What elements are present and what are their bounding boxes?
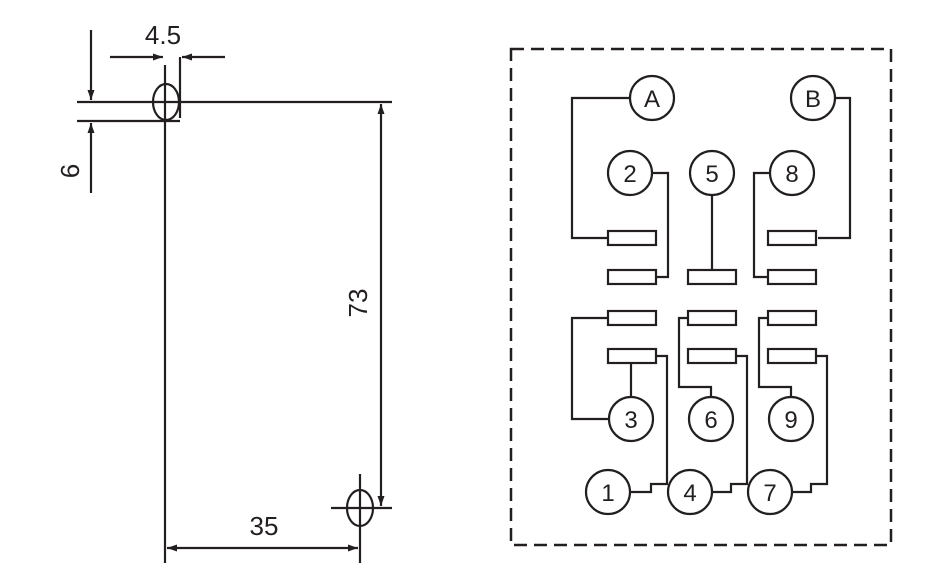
terminal-A-label: A <box>644 86 660 113</box>
terminal-circles <box>584 74 837 516</box>
mounting-dimension-drawing <box>77 30 392 563</box>
wire-B <box>818 96 852 240</box>
pad-2 <box>606 268 658 286</box>
wire-4 <box>712 354 749 494</box>
terminal-A-circle <box>628 74 676 122</box>
dim-73-label: 73 <box>343 289 373 318</box>
pad-9 <box>766 309 818 327</box>
pad-8 <box>766 268 818 286</box>
terminal-3-label: 3 <box>624 407 637 434</box>
terminal-2-circle <box>606 149 654 197</box>
terminal-9-label: 9 <box>784 407 797 434</box>
terminal-5-circle <box>688 149 736 197</box>
terminal-1-label: 1 <box>601 480 614 507</box>
wire-1 <box>630 354 669 494</box>
terminal-4-circle <box>666 468 714 516</box>
dim-6-label: 6 <box>55 164 85 178</box>
terminal-3-circle <box>607 395 655 443</box>
pad-7 <box>766 347 818 365</box>
terminal-1-circle <box>584 468 632 516</box>
terminal-4-label: 4 <box>683 480 696 507</box>
terminal-7-circle <box>746 468 794 516</box>
contact-pads <box>606 229 818 365</box>
terminal-B-circle <box>789 74 837 122</box>
terminal-2-label: 2 <box>623 161 636 188</box>
terminal-8-circle <box>768 149 816 197</box>
wire-8 <box>752 171 770 279</box>
pad-6 <box>686 309 738 327</box>
dim-4-5-label: 4.5 <box>145 20 181 50</box>
terminal-9-circle <box>767 395 815 443</box>
pad-1 <box>606 347 658 365</box>
pad-5 <box>686 268 738 286</box>
wire-7 <box>792 354 829 494</box>
wire-A <box>570 96 630 240</box>
pad-3-top <box>606 309 658 327</box>
socket-dashed-outline <box>509 47 893 547</box>
dim-35-label: 35 <box>250 511 279 541</box>
terminal-7-label: 7 <box>763 480 776 507</box>
terminal-8-label: 8 <box>785 161 798 188</box>
pad-4 <box>686 347 738 365</box>
wiring-lines <box>570 96 852 494</box>
pad-B <box>766 229 818 247</box>
wire-3 <box>570 316 609 421</box>
wire-2 <box>652 171 670 279</box>
terminal-B-label: B <box>805 86 821 113</box>
pad-A <box>606 229 658 247</box>
wire-9 <box>757 316 793 397</box>
terminal-6-circle <box>687 395 735 443</box>
wire-6 <box>677 316 713 397</box>
terminal-5-label: 5 <box>705 161 718 188</box>
terminal-labels: A B 2 5 8 3 6 9 1 4 7 <box>601 86 821 507</box>
terminal-6-label: 6 <box>704 407 717 434</box>
